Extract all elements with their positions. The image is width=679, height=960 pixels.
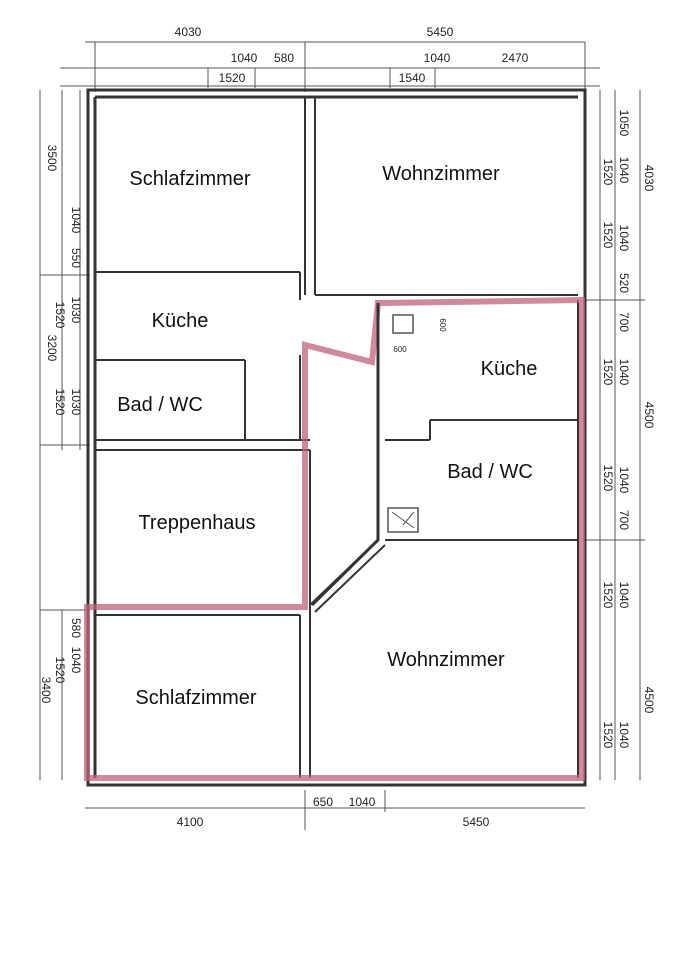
dimension-label: 1040 <box>617 582 631 609</box>
dimension-label: 3500 <box>45 145 59 172</box>
dimension-label: 1520 <box>601 222 615 249</box>
dimension-label: 1040 <box>617 359 631 386</box>
dimensions-bottom: 4100 650 1040 5450 <box>177 795 490 829</box>
dimension-label: 580 <box>274 51 294 65</box>
dimension-label: 1520 <box>219 71 246 85</box>
dimensions-left: 3500 1040 550 1030 1520 3200 1520 1030 5… <box>39 145 83 704</box>
dimension-label: 1520 <box>53 657 67 684</box>
dimension-label: 700 <box>617 510 631 530</box>
dimension-label: 1520 <box>601 159 615 186</box>
dimension-label: 1040 <box>617 467 631 494</box>
dimension-label: 520 <box>617 273 631 293</box>
dimension-label: 1520 <box>601 465 615 492</box>
dimension-label: 1520 <box>53 389 67 416</box>
dimension-label: 4500 <box>642 687 656 714</box>
dimension-label: 1040 <box>69 207 83 234</box>
dimension-label: 700 <box>617 312 631 332</box>
dimension-label: 5450 <box>463 815 490 829</box>
room-bad-left: Bad / WC <box>117 394 203 416</box>
dimension-label: 1040 <box>617 225 631 252</box>
dimensions-right: 1050 1040 1520 4030 1040 1520 520 700 10… <box>601 110 656 749</box>
dimension-label: 1520 <box>601 722 615 749</box>
dimension-label: 650 <box>313 795 333 809</box>
dimension-lines <box>39 41 645 830</box>
dimension-label: 1040 <box>617 722 631 749</box>
kitchen-mark: 600 <box>393 345 407 354</box>
dimension-label: 2470 <box>502 51 529 65</box>
room-treppenhaus: Treppenhaus <box>138 512 255 534</box>
stove-icon <box>392 314 414 334</box>
room-schlafzimmer-bottom: Schlafzimmer <box>135 687 256 709</box>
dimension-label: 550 <box>69 248 83 268</box>
dimension-label: 5450 <box>427 25 454 39</box>
dimension-label: 3200 <box>45 335 59 362</box>
room-bad-right: Bad / WC <box>447 461 533 483</box>
dimension-label: 1040 <box>349 795 376 809</box>
walls <box>86 88 587 787</box>
dimension-label: 4030 <box>175 25 202 39</box>
kitchen-mark: 600 <box>438 318 447 332</box>
dimension-label: 4030 <box>642 165 656 192</box>
dimension-label: 4100 <box>177 815 204 829</box>
room-wohnzimmer-bottom: Wohnzimmer <box>387 649 505 671</box>
dimension-label: 3400 <box>39 677 53 704</box>
shower-icon <box>387 507 419 533</box>
dimension-label: 1030 <box>69 389 83 416</box>
dimension-label: 4500 <box>642 402 656 429</box>
room-schlafzimmer-top: Schlafzimmer <box>129 168 250 190</box>
room-kueche-left: Küche <box>152 310 209 332</box>
dimensions-top: 4030 5450 1040 580 1040 2470 1520 1540 <box>175 25 529 85</box>
dimension-label: 1040 <box>424 51 451 65</box>
dimension-label: 1040 <box>69 647 83 674</box>
dimension-label: 1540 <box>399 71 426 85</box>
dimension-label: 1040 <box>231 51 258 65</box>
room-kueche-right: Küche <box>481 358 538 380</box>
dimension-label: 1520 <box>601 359 615 386</box>
dimension-label: 580 <box>69 618 83 638</box>
dimension-label: 1050 <box>617 110 631 137</box>
unit-wall <box>310 303 380 607</box>
dimension-label: 1040 <box>617 157 631 184</box>
dimension-label: 1520 <box>601 582 615 609</box>
dimension-label: 1520 <box>53 302 67 329</box>
dimension-label: 1030 <box>69 297 83 324</box>
room-wohnzimmer-top: Wohnzimmer <box>382 163 500 185</box>
